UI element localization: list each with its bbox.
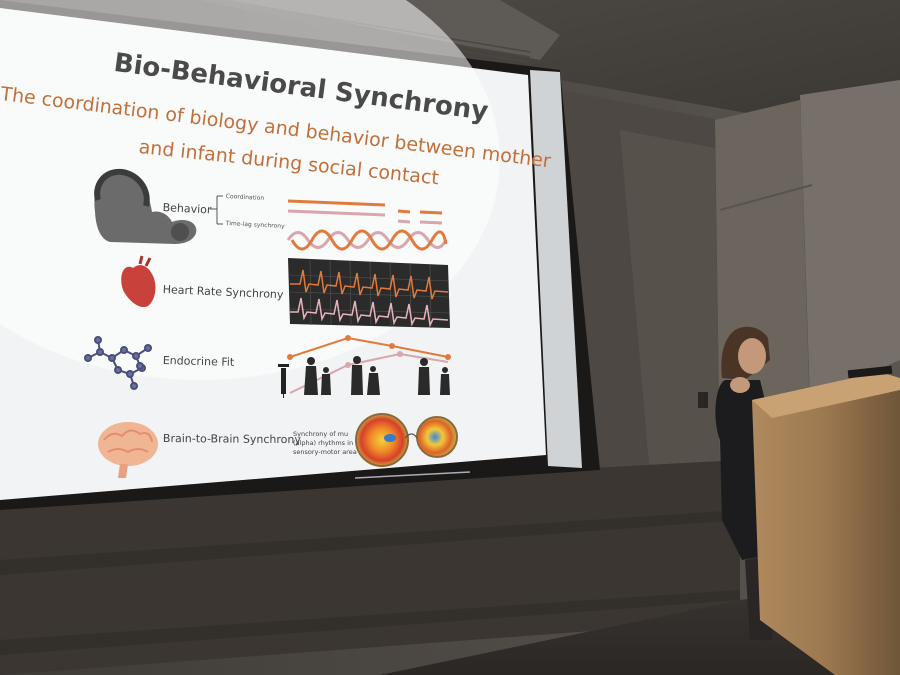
syringe-icon	[278, 364, 289, 398]
timelag-waves	[286, 229, 448, 251]
behavior-label: Behavior	[162, 201, 212, 217]
heart-rate-ecg-panel	[288, 258, 450, 329]
mother-infant-silhouette-icon	[94, 168, 197, 244]
brain-caption-line2: (alpha) rhythms in	[293, 439, 354, 447]
eeg-head-map-icon	[355, 413, 458, 467]
heart-icon	[121, 255, 156, 308]
brain-caption-line1: Synchrony of mu	[293, 430, 349, 438]
molecule-icon	[84, 336, 152, 390]
wall-switch	[698, 392, 708, 408]
brain-icon	[98, 422, 158, 478]
podium	[752, 365, 900, 675]
coordination-lines	[287, 199, 443, 225]
behavior-bracket	[210, 195, 223, 225]
endocrine-label: Endocrine Fit	[162, 354, 235, 369]
family-silhouettes-icon	[304, 356, 450, 395]
brain-caption-line3: sensory-motor area	[293, 448, 357, 456]
brain-sync-label: Brain-to-Brain Synchrony	[162, 432, 301, 447]
